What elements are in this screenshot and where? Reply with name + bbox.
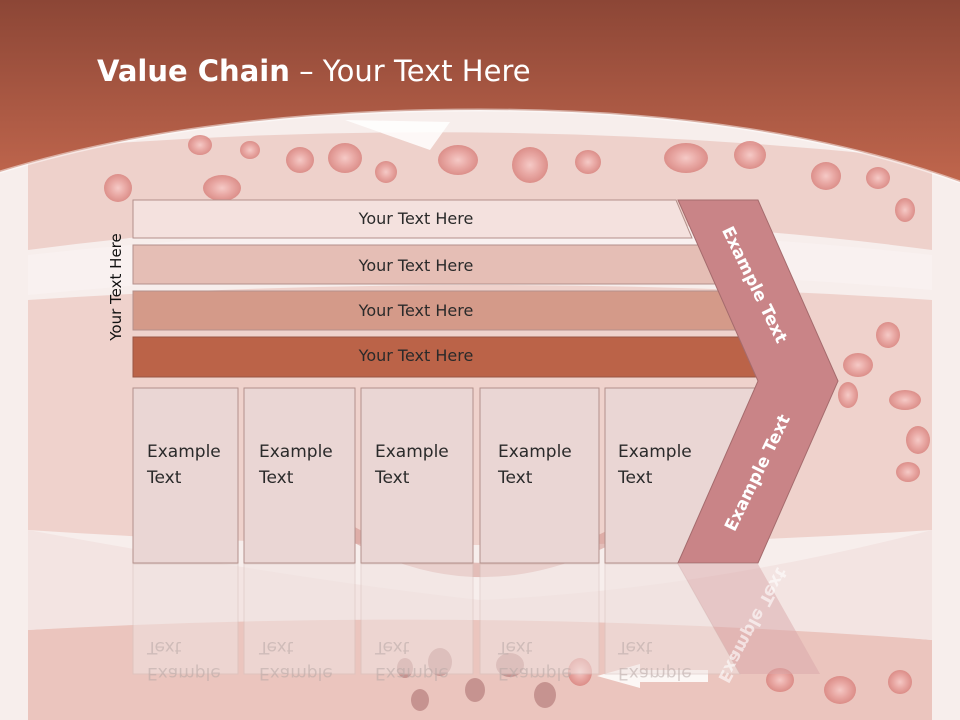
bar-1: [132, 199, 693, 239]
box-2-line2: Text: [259, 468, 294, 488]
title-bold: Value Chain: [97, 54, 290, 88]
chevron-arrow: [677, 199, 839, 564]
box-4-line1: Example: [498, 442, 572, 462]
box-3-line2: Text: [375, 468, 410, 488]
box-3: [360, 387, 474, 564]
box-3-line1: Example: [375, 442, 449, 462]
box-2: [243, 387, 356, 564]
bar-1-label: Your Text Here: [358, 209, 474, 228]
bar-3-label: Your Text Here: [358, 301, 474, 320]
box-1-line1: Example: [147, 442, 221, 462]
title-rest: – Your Text Here: [289, 54, 531, 88]
bar-4-label: Your Text Here: [358, 346, 474, 365]
box-4: [479, 387, 600, 564]
box-5-line1: Example: [618, 442, 692, 462]
box-4-line2: Text: [498, 468, 533, 488]
box-5-line2: Text: [618, 468, 653, 488]
box-1: [132, 387, 239, 564]
page-title: Value Chain – Your Text Here: [97, 54, 531, 88]
box-1-line2: Text: [147, 468, 182, 488]
box-2-line1: Example: [259, 442, 333, 462]
bar-2-label: Your Text Here: [358, 256, 474, 275]
vertical-side-label: Your Text Here: [107, 233, 125, 341]
